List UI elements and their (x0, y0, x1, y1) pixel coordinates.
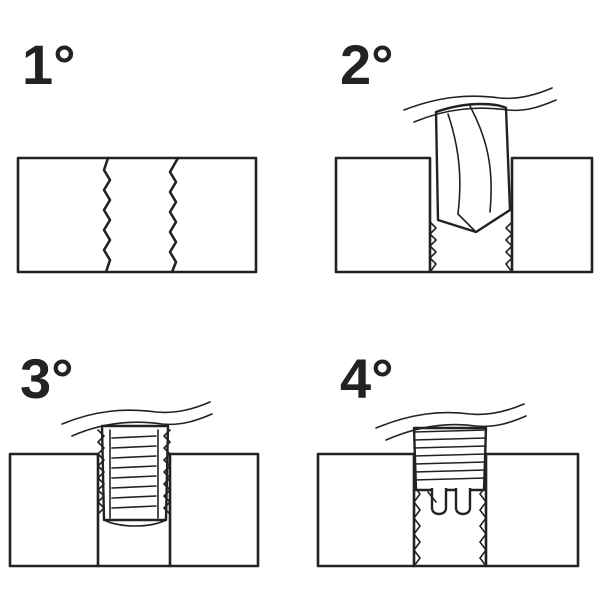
insert-motion-line-2 (71, 413, 213, 437)
drill-motion-line-2 (413, 99, 557, 123)
insert-bottom-edge (103, 519, 167, 527)
drill-bit-icon (403, 87, 557, 234)
step-4-block-left-hatch (316, 452, 416, 568)
step-1-block-right-hatch (168, 156, 258, 274)
step-2-label: 2° (340, 33, 394, 96)
step-2-panel: 2° (334, 33, 594, 274)
step-3-label: 3° (20, 347, 74, 410)
step-2-block-left-hatch (334, 156, 432, 274)
insert-coil-right (163, 429, 171, 515)
step-1-block-left-hatch (16, 156, 112, 274)
step-1-label: 1° (22, 33, 76, 96)
installed-insert-icon (375, 403, 527, 516)
installed-insert-body (412, 426, 488, 492)
insert-motion-line-1 (61, 401, 211, 425)
installed-motion-line-2 (385, 415, 527, 441)
drill-bit-body (434, 102, 512, 234)
insert-tang-left (430, 488, 448, 516)
step-1-block (16, 156, 258, 274)
installed-insert-coils (413, 429, 487, 481)
thread-insert-tool-icon (61, 401, 213, 527)
step-2-thread-right (505, 221, 513, 273)
insert-tang-right (454, 488, 472, 516)
step-3-block-right-hatch (168, 452, 260, 568)
insert-tang-bend (427, 491, 437, 503)
step-2-block (334, 156, 594, 274)
step-4-block-right-hatch (484, 452, 580, 568)
step-3-panel: 3° (8, 347, 260, 568)
drill-bit-flute-1 (447, 113, 461, 215)
step-4-label: 4° (340, 347, 394, 410)
insert-inner-threads (109, 429, 159, 519)
step-3-block-left-hatch (8, 452, 100, 568)
installed-motion-line-1 (375, 403, 525, 429)
step-2-thread-left (429, 221, 437, 273)
drill-bit-flute-2 (469, 105, 492, 213)
step-4-panel: 4° (316, 347, 580, 568)
drill-bit-tip-edge (457, 213, 477, 233)
insert-coil-left (97, 429, 105, 515)
step-2-block-right-hatch (510, 156, 594, 274)
step-1-panel: 1° (16, 33, 258, 274)
drill-motion-line-1 (403, 87, 553, 111)
